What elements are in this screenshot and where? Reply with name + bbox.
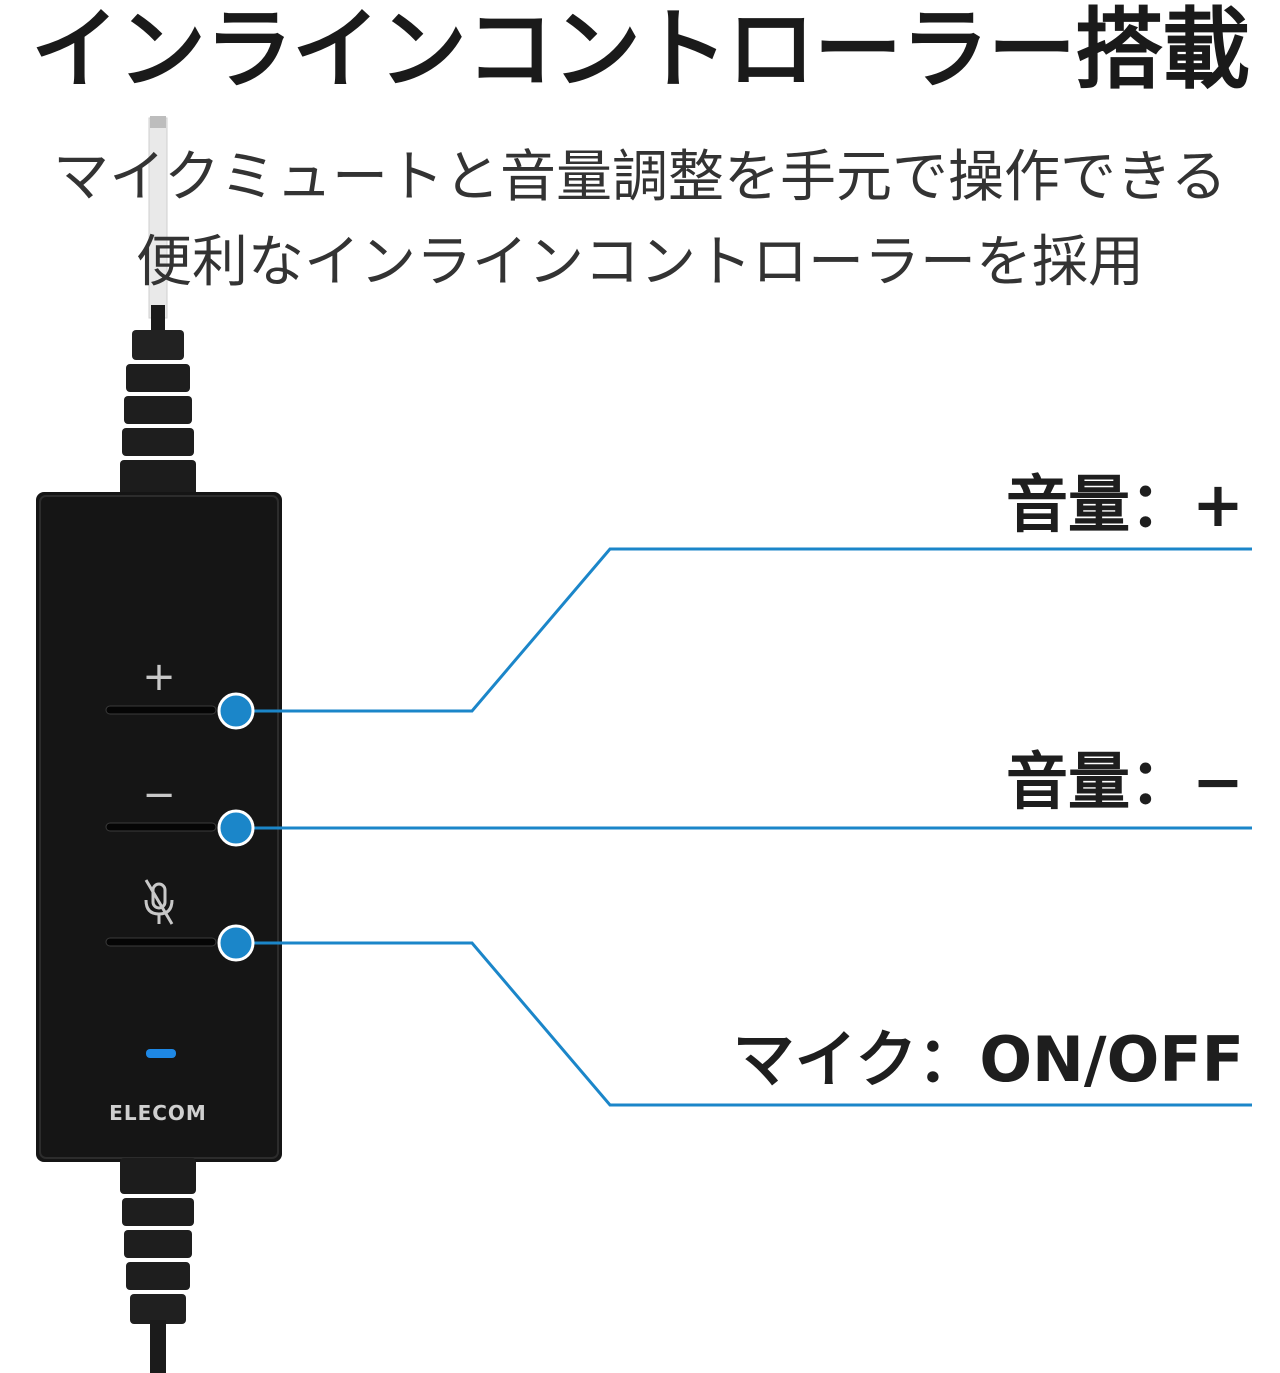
volume-up-button[interactable] <box>105 705 217 715</box>
callout-line-volume-up <box>236 547 1252 713</box>
status-led <box>146 1049 176 1058</box>
callout-line-mic <box>236 941 1252 1107</box>
cable-clip <box>150 116 166 128</box>
callout-label-volume-up: 音量：+ <box>1006 468 1244 541</box>
upper-cable-black <box>151 305 165 335</box>
subtitle-line-2: 便利なインラインコントローラーを採用 <box>136 230 1144 295</box>
callout-dot-mic <box>217 924 255 962</box>
callout-dot-volume-up <box>217 692 255 730</box>
lower-strain-relief <box>120 1158 196 1324</box>
plus-glyph: + <box>142 654 176 700</box>
callout-label-volume-down: 音量：− <box>1006 745 1244 818</box>
minus-glyph: − <box>142 772 176 818</box>
lower-cable <box>150 1320 166 1373</box>
page-title: インラインコントローラー搭載 <box>30 0 1250 101</box>
mic-mute-button[interactable] <box>105 937 217 947</box>
callout-label-mic: マイク：ON/OFF <box>732 1023 1244 1096</box>
volume-down-button[interactable] <box>105 822 217 832</box>
subtitle-line-1: マイクミュートと音量調整を手元で操作できる <box>53 145 1227 210</box>
brand-logo: ELECOM <box>109 1101 207 1125</box>
upper-strain-relief <box>120 330 196 500</box>
callout-dot-volume-down <box>217 809 255 847</box>
mic-mute-icon <box>144 879 174 925</box>
